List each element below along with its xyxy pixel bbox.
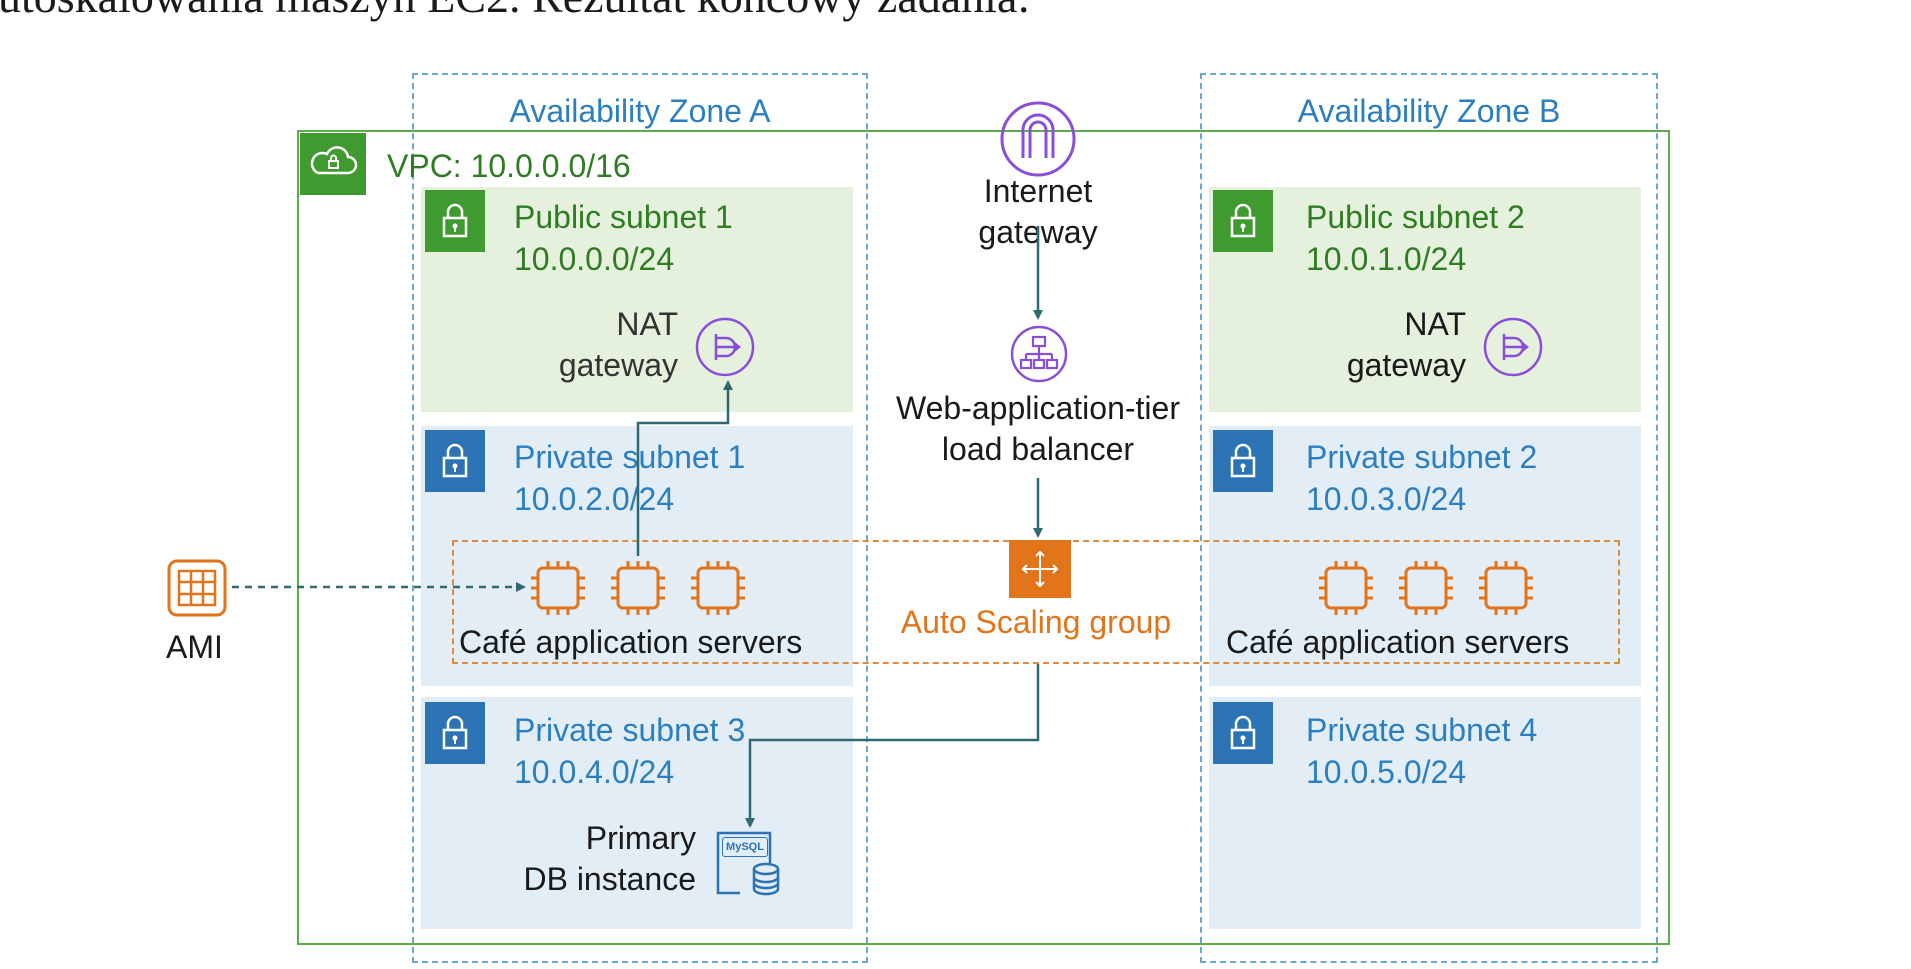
- public-subnet-2-title: Public subnet 2 10.0.1.0/24: [1306, 196, 1525, 280]
- nat-gateway-b-label: NAT gateway: [1328, 304, 1466, 386]
- heading-text: utoskalowania maszyn EC2. Rezultat końco…: [0, 0, 1030, 23]
- primary-db-label: Primary DB instance: [496, 818, 696, 900]
- private-subnet-4-title: Private subnet 4 10.0.5.0/24: [1306, 709, 1537, 793]
- private-subnet-4-name: Private subnet 4: [1306, 712, 1538, 748]
- ami-icon: [167, 559, 227, 617]
- mysql-db-icon: MySQL: [712, 827, 786, 899]
- private-subnet-1-name: Private subnet 1: [514, 439, 746, 475]
- lb-line2: load balancer: [941, 431, 1135, 467]
- ec2-instance-icon: [1399, 561, 1453, 615]
- public-subnet-2-cidr: 10.0.1.0/24: [1306, 241, 1467, 277]
- az-a-label: Availability Zone A: [509, 93, 771, 129]
- public-subnet-1: [421, 187, 853, 412]
- ami-label: AMI: [166, 629, 223, 665]
- private-subnet-3-name: Private subnet 3: [514, 712, 746, 748]
- nat-gateway-a-icon: [695, 317, 755, 377]
- db-line1: Primary: [585, 820, 696, 856]
- ec2-instance-icon: [1479, 561, 1533, 615]
- vpc-container: [297, 130, 1670, 945]
- private-subnet-4: [1209, 697, 1641, 929]
- load-balancer-label: Web-application-tier load balancer: [868, 388, 1208, 470]
- public-subnet-1-lock-icon: [425, 190, 485, 252]
- vpc-cloud-icon: [300, 133, 366, 195]
- private-subnet-3-cidr: 10.0.4.0/24: [514, 754, 675, 790]
- public-subnet-2-lock-icon: [1213, 190, 1273, 252]
- availability-zone-a: Availability Zone A: [412, 73, 868, 963]
- nat-a-line2: gateway: [558, 347, 678, 383]
- public-subnet-2: [1209, 187, 1641, 412]
- private-subnet-2: [1209, 426, 1641, 686]
- availability-zone-b: Availability Zone B: [1200, 73, 1658, 963]
- ec2-instance-icon: [1319, 561, 1373, 615]
- private-subnet-4-cidr: 10.0.5.0/24: [1306, 754, 1467, 790]
- private-subnet-4-lock-icon: [1213, 702, 1273, 764]
- private-subnet-2-cidr: 10.0.3.0/24: [1306, 481, 1467, 517]
- ec2-instance-icon: [611, 561, 665, 615]
- public-subnet-1-cidr: 10.0.0.0/24: [514, 241, 675, 277]
- nat-a-line1: NAT: [616, 306, 678, 342]
- public-subnet-1-name: Public subnet 1: [514, 199, 733, 235]
- vpc-label: VPC: 10.0.0.0/16: [387, 148, 631, 184]
- private-subnet-3-lock-icon: [425, 702, 485, 764]
- private-subnet-1-lock-icon: [425, 430, 485, 492]
- cafe-servers-a: [528, 558, 748, 618]
- database-icon: [716, 831, 780, 896]
- nat-b-line1: NAT: [1404, 306, 1466, 342]
- cafe-servers-a-label: Café application servers: [459, 624, 803, 660]
- db-line2: DB instance: [523, 861, 696, 897]
- server-to-nat-arrow: [636, 380, 733, 556]
- nat-b-line2: gateway: [1346, 347, 1466, 383]
- private-subnet-1-cidr: 10.0.2.0/24: [514, 481, 675, 517]
- mysql-badge: MySQL: [722, 837, 768, 857]
- auto-scaling-group-label: Auto Scaling group: [900, 604, 1172, 640]
- auto-scaling-icon: [1009, 540, 1071, 598]
- internet-gateway-icon: [1000, 101, 1076, 177]
- private-subnet-3-title: Private subnet 3 10.0.4.0/24: [514, 709, 745, 793]
- public-subnet-1-title: Public subnet 1 10.0.0.0/24: [514, 196, 733, 280]
- nat-gateway-b-icon: [1483, 317, 1543, 377]
- nat-gateway-a-label: NAT gateway: [540, 304, 678, 386]
- cafe-servers-b: [1316, 558, 1536, 618]
- cafe-servers-b-label: Café application servers: [1226, 624, 1570, 660]
- igw-line1: Internet: [983, 173, 1093, 209]
- public-subnet-2-name: Public subnet 2: [1306, 199, 1525, 235]
- load-balancer-icon: [1010, 325, 1068, 383]
- private-subnet-3: [421, 697, 853, 929]
- private-subnet-2-name: Private subnet 2: [1306, 439, 1538, 475]
- az-b-label: Availability Zone B: [1297, 93, 1561, 129]
- ec2-instance-icon: [531, 561, 585, 615]
- ec2-instance-icon: [691, 561, 745, 615]
- private-subnet-1-title: Private subnet 1 10.0.2.0/24: [514, 436, 745, 520]
- private-subnet-2-title: Private subnet 2 10.0.3.0/24: [1306, 436, 1537, 520]
- asg-to-db-arrow: [745, 664, 1040, 828]
- private-subnet-2-lock-icon: [1213, 430, 1273, 492]
- lb-line1: Web-application-tier: [896, 390, 1180, 426]
